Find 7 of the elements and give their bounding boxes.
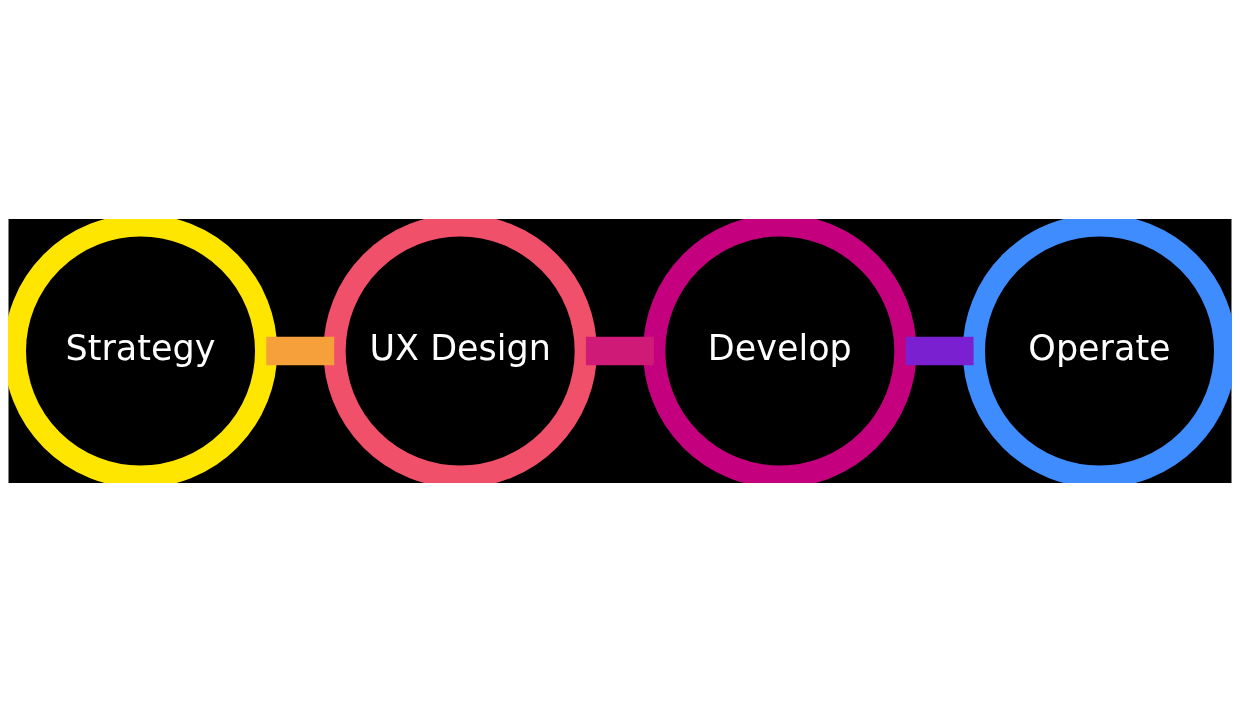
- node-circle: UX Design: [323, 218, 597, 483]
- connector: [905, 336, 974, 365]
- node-circle: Strategy: [8, 218, 278, 483]
- node-circle: Develop: [643, 218, 917, 483]
- connector: [266, 336, 335, 365]
- connector: [585, 336, 654, 365]
- node-circle: Operate: [962, 218, 1232, 483]
